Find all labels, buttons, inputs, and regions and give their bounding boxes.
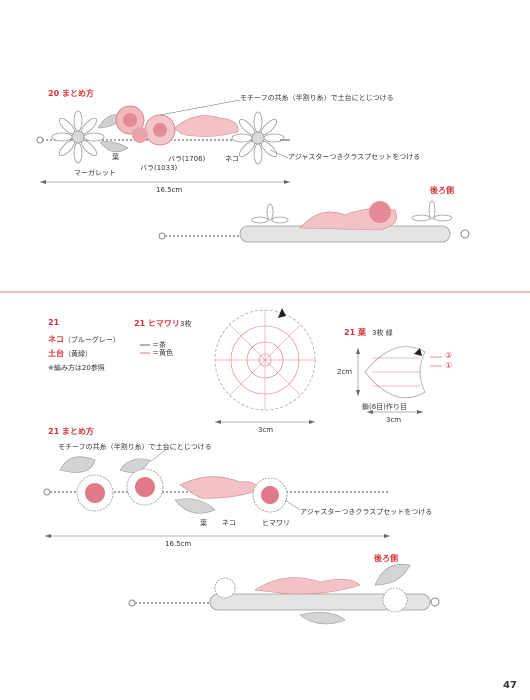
leaf-count: 3枚 緑	[372, 329, 393, 337]
leaf-row-1-marker: ①	[445, 361, 453, 370]
s20-note-top: モチーフの共糸（半割り糸）で土台にとじつける	[240, 94, 394, 102]
assembly-21-title: 21 まとめ方	[48, 427, 94, 436]
s21-number: 21	[48, 318, 60, 327]
back-20-illustration	[158, 200, 470, 243]
sunflower-size: 3cm	[258, 426, 274, 434]
s21-reference-note: ※編み方は20参照	[48, 364, 105, 372]
s21-base-sub: （黄緑）	[64, 350, 92, 358]
s20-marguerite-label: マーガレット	[74, 169, 116, 177]
assembly-21-illustration	[43, 447, 390, 538]
sunflower-chart	[140, 308, 316, 424]
s21-cat-label-assembly: ネコ	[222, 519, 236, 527]
leaf-row-2-marker: ②	[445, 351, 453, 360]
back-21-illustration	[128, 563, 440, 625]
s21-sunflower-label: ヒマワリ	[262, 519, 290, 527]
leaf-title: 21 葉	[344, 328, 366, 337]
sunflower-title: 21 ヒマワリ	[134, 319, 180, 328]
leaf-height: 2cm	[337, 368, 353, 376]
s21-cat-label: ネコ	[48, 335, 64, 344]
s21-cat-sub: （ブルーグレー）	[63, 336, 120, 344]
s21-note-top: モチーフの共糸（半割り糸）で土台にとじつける	[58, 443, 212, 451]
sunflower-count: 3枚	[180, 320, 192, 328]
leaf-width: 3cm	[386, 416, 402, 424]
section-20-title: 20 まとめ方	[48, 89, 94, 98]
s20-note-clasp: アジャスターつきクラスプセットをつける	[288, 153, 421, 161]
s21-base-line: 土台（黄緑）	[48, 348, 92, 359]
s21-cat-line: ネコ（ブルーグレー）	[48, 334, 120, 345]
legend-yellow: ＝黄色	[152, 349, 173, 357]
s20-back-label: 後ろ側	[430, 186, 454, 195]
leaf-chart	[356, 346, 442, 414]
assembly-20-illustration	[36, 99, 290, 184]
s20-rose1706-label: バラ(1706)	[168, 155, 206, 163]
s20-leaf-label: 葉	[112, 153, 119, 161]
s21-note-clasp: アジャスターつきクラスプセットをつける	[300, 508, 433, 516]
s20-rose1033-label: バラ(1033)	[140, 164, 178, 172]
s21-length: 16.5cm	[165, 540, 192, 548]
s20-length: 16.5cm	[156, 186, 183, 194]
s21-leaf-label: 葉	[200, 519, 207, 527]
s21-base-label: 土台	[48, 349, 64, 358]
s21-back-label: 後ろ側	[374, 554, 398, 563]
s20-cat-label: ネコ	[225, 155, 239, 163]
legend-brown: ＝茶	[152, 341, 166, 349]
leaf-chain-note: 鎖(6目)作り目	[362, 403, 407, 411]
page-number: 47	[503, 680, 517, 691]
